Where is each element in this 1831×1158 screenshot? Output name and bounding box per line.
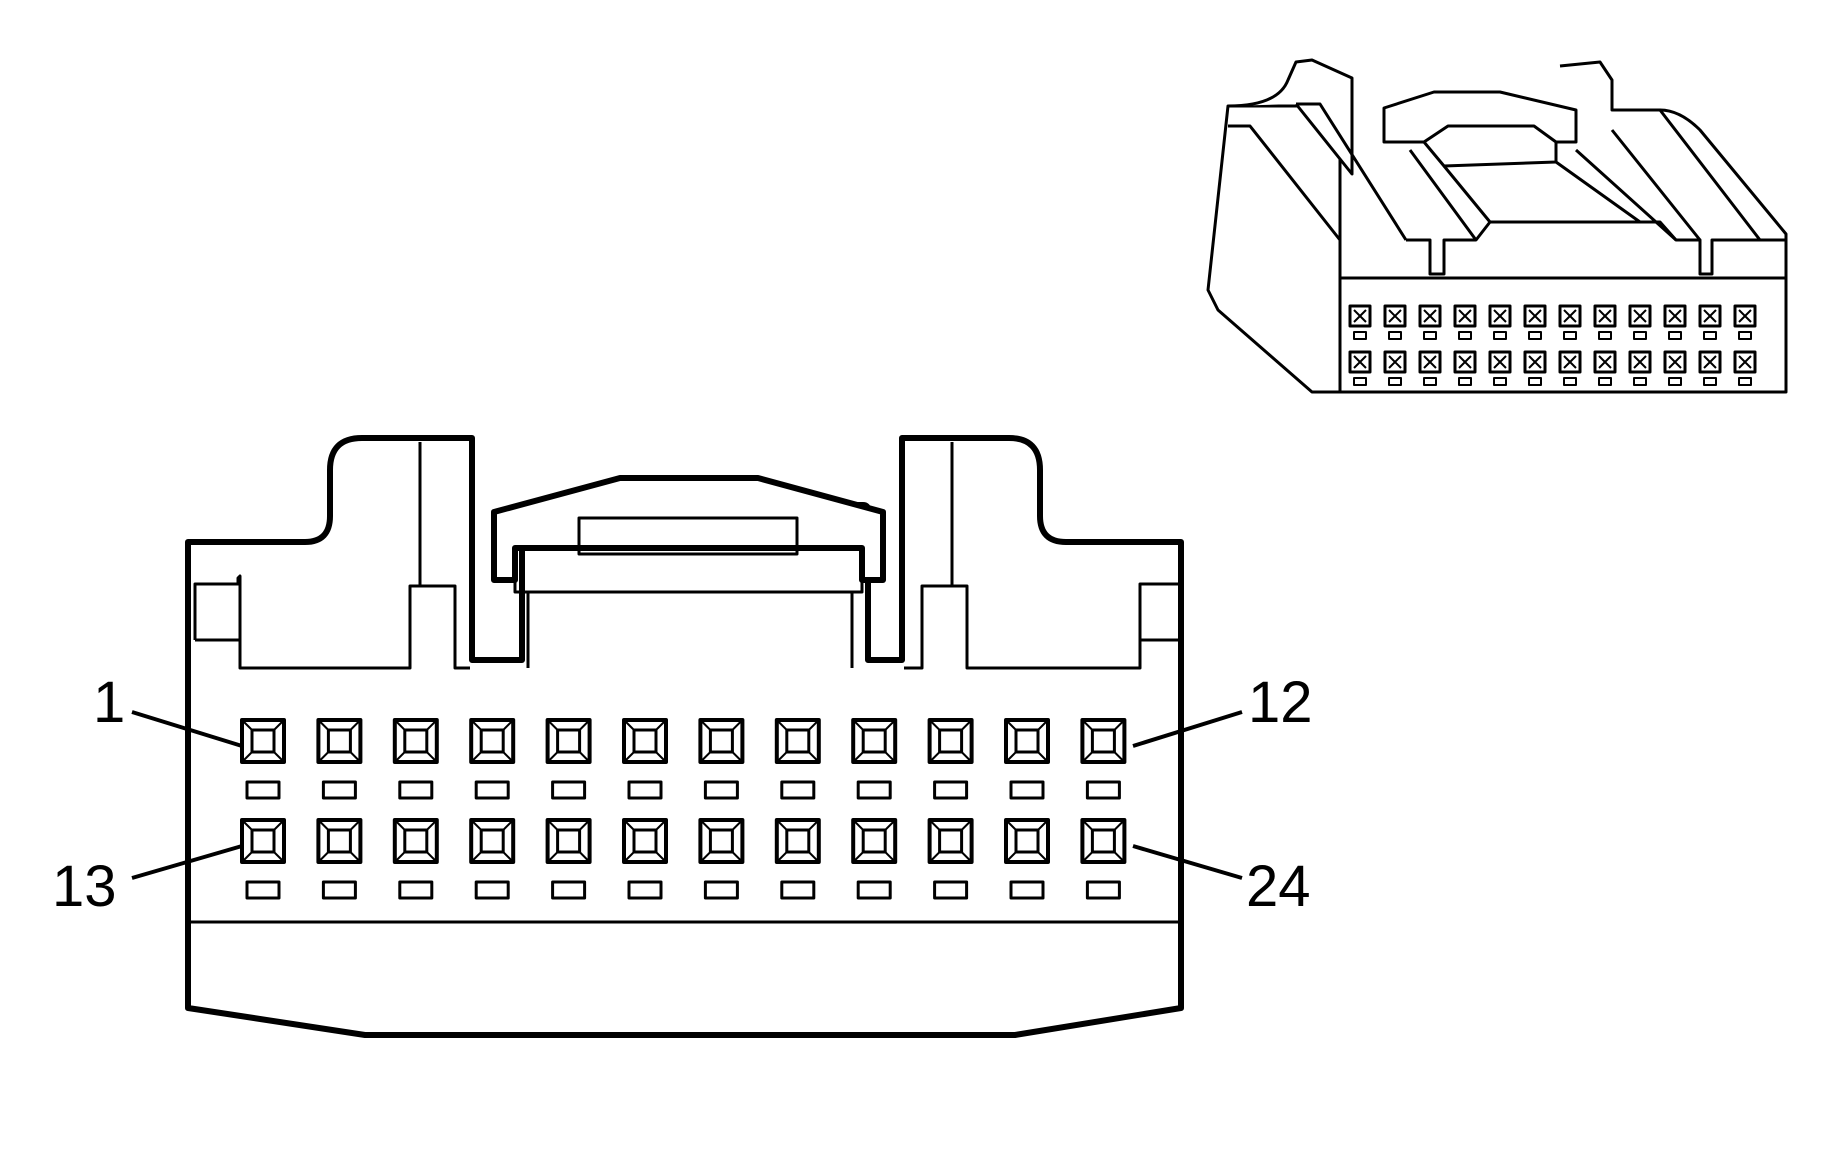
pin-cavity-1 <box>240 718 286 800</box>
iso-pin-cavities <box>1348 304 1757 386</box>
iso-center-walls <box>1408 148 1678 242</box>
pin-cavity-7 <box>698 718 745 800</box>
iso-left-ear <box>1227 58 1354 176</box>
iso-pin-4 <box>1453 304 1477 340</box>
iso-pin-23 <box>1698 350 1722 386</box>
iso-pin-9 <box>1628 304 1652 340</box>
inner-face-line-right <box>904 582 1180 670</box>
pin-cavity-9 <box>851 718 898 800</box>
pin-cavity-4 <box>469 718 516 800</box>
iso-pin-14 <box>1383 350 1407 386</box>
pin-cavity-24 <box>1080 818 1127 900</box>
pin-cavity-11 <box>1004 718 1050 800</box>
iso-pin-7 <box>1558 304 1582 340</box>
latch-bridge <box>513 546 864 594</box>
pin-cavity-8 <box>774 718 821 800</box>
pin-cavity-12 <box>1080 718 1127 800</box>
pin-cavity-15 <box>392 818 439 900</box>
pin-cavity-20 <box>774 818 821 900</box>
iso-pin-6 <box>1523 304 1547 340</box>
pin-cavities <box>240 718 1127 900</box>
iso-pin-8 <box>1593 304 1617 340</box>
pin-cavity-22 <box>927 818 974 900</box>
iso-pin-18 <box>1523 350 1547 386</box>
pin-cavity-2 <box>316 718 363 800</box>
pin-cavity-6 <box>622 718 668 800</box>
leader-pin-13 <box>131 844 243 880</box>
leader-lines <box>131 710 1243 880</box>
iso-right-ear <box>1559 60 1788 278</box>
iso-center-channel <box>1406 220 1760 276</box>
pin-cavity-3 <box>392 718 439 800</box>
iso-pin-17 <box>1488 350 1512 386</box>
iso-pin-1 <box>1348 304 1372 340</box>
pin-cavity-5 <box>545 718 592 800</box>
iso-pin-24 <box>1733 350 1757 386</box>
pin-cavity-16 <box>469 818 516 900</box>
iso-pin-12 <box>1733 304 1757 340</box>
leader-pin-24 <box>1132 844 1243 880</box>
pin-cavity-17 <box>545 818 592 900</box>
iso-side-wall <box>1206 104 1342 394</box>
latch-inner-bar <box>577 516 799 556</box>
connector-isometric-view <box>1206 58 1788 394</box>
pin-cavity-18 <box>622 818 668 900</box>
pin-cavity-21 <box>851 818 898 900</box>
iso-pin-2 <box>1383 304 1407 340</box>
iso-pin-3 <box>1418 304 1442 340</box>
pin-cavity-13 <box>240 818 286 900</box>
leader-pin-1 <box>131 710 243 748</box>
iso-pin-21 <box>1628 350 1652 386</box>
iso-pin-13 <box>1348 350 1372 386</box>
iso-pin-10 <box>1663 304 1687 340</box>
pin-cavity-19 <box>698 818 745 900</box>
pin-cavity-14 <box>316 818 363 900</box>
iso-pin-16 <box>1453 350 1477 386</box>
label-pin-12: 12 <box>1248 670 1313 735</box>
iso-deck-left <box>1228 102 1408 278</box>
iso-pin-20 <box>1593 350 1617 386</box>
iso-pin-22 <box>1663 350 1687 386</box>
label-pin-24: 24 <box>1246 854 1311 919</box>
iso-pin-15 <box>1418 350 1442 386</box>
iso-pin-19 <box>1558 350 1582 386</box>
iso-latch-inner <box>1422 124 1558 168</box>
pin-cavity-23 <box>1004 818 1050 900</box>
iso-pin-5 <box>1488 304 1512 340</box>
iso-deck-right <box>1610 108 1786 242</box>
iso-pin-11 <box>1698 304 1722 340</box>
leader-pin-12 <box>1132 710 1243 748</box>
inner-face-line <box>193 574 470 670</box>
label-pin-1: 1 <box>93 670 125 735</box>
pin-cavity-10 <box>927 718 974 800</box>
connector-face-view <box>185 435 1184 1038</box>
label-pin-13: 13 <box>52 854 117 919</box>
